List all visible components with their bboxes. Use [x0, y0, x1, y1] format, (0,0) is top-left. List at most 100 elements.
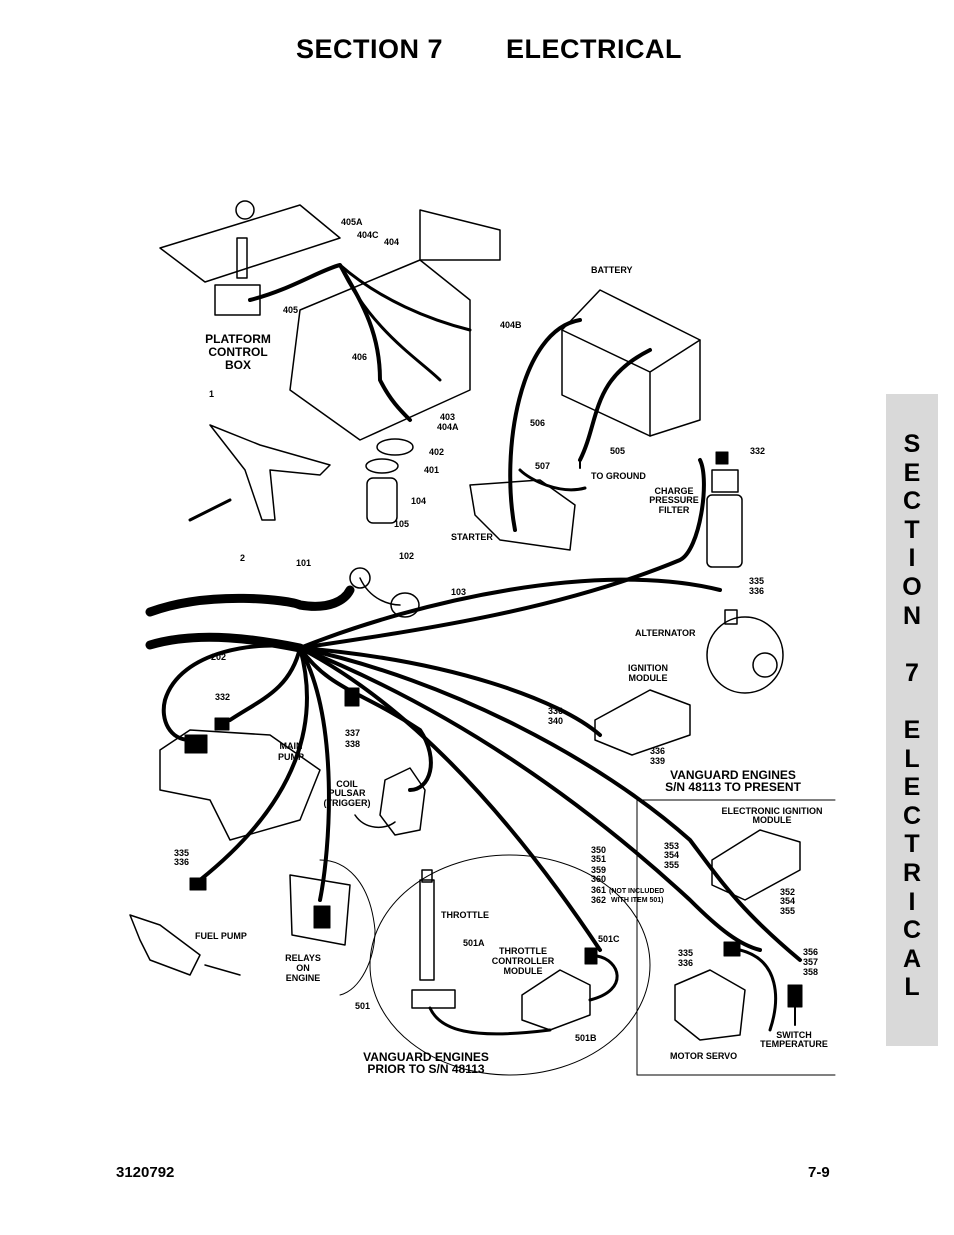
battery: [561, 289, 701, 437]
label-trigger: (TRIGGER): [324, 798, 371, 808]
side-tab-letter: C: [902, 916, 922, 945]
side-tab-letter: I: [908, 544, 916, 573]
label-501b: 501B: [575, 1033, 597, 1043]
label-336-fuel: 336: [174, 857, 189, 867]
label-control: CONTROL: [208, 345, 267, 359]
label-alternator: ALTERNATOR: [635, 628, 696, 638]
side-tab-letter: E: [903, 715, 921, 744]
label-501a: 501A: [463, 938, 485, 948]
label-401: 401: [424, 465, 439, 475]
label-charge: CHARGE: [654, 486, 693, 496]
label-361: 361: [591, 885, 606, 895]
label-relays: RELAYS: [285, 953, 321, 963]
label-coil: COIL: [336, 779, 358, 789]
label-filter: FILTER: [659, 505, 690, 515]
label-355-b: 355: [780, 906, 795, 916]
side-tab-letter: T: [904, 830, 920, 859]
label-336-ign: 336: [548, 706, 563, 716]
label-501: 501: [355, 1001, 370, 1011]
label-motor-servo: MOTOR SERVO: [670, 1051, 737, 1061]
label-platform: PLATFORM: [205, 332, 271, 346]
label-404a: 404A: [437, 422, 459, 432]
label-controller: CONTROLLER: [492, 956, 555, 966]
label-to-ground: TO GROUND: [591, 471, 646, 481]
label-501c: 501C: [598, 934, 620, 944]
side-tab-letter: R: [902, 858, 922, 887]
label-105: 105: [394, 519, 409, 529]
label-vanguard-present-2: S/N 48113 TO PRESENT: [665, 780, 802, 794]
label-335-servo: 335: [678, 948, 693, 958]
side-tab-letter: L: [904, 744, 920, 773]
label-not-included-1: (NOT INCLUDED: [609, 888, 664, 895]
label-337: 337: [345, 728, 360, 738]
label-335-fuel: 335: [174, 848, 189, 858]
ignition-module: [594, 689, 691, 756]
side-tab-letter: N: [902, 601, 922, 630]
label-ignition: IGNITION: [628, 663, 668, 673]
side-tab-letter: T: [904, 515, 920, 544]
label-404b: 404B: [500, 320, 522, 330]
label-353: 353: [664, 841, 679, 851]
label-507: 507: [535, 461, 550, 471]
side-tab-letter: E: [903, 773, 921, 802]
label-104: 104: [411, 496, 426, 506]
label-throttle-2: THROTTLE: [499, 946, 547, 956]
label-module: MODULE: [629, 673, 668, 683]
present-sn-group: [636, 799, 836, 1076]
label-402: 402: [429, 447, 444, 457]
label-355: 355: [664, 860, 679, 870]
coil-pulsar: [379, 767, 426, 836]
label-vanguard-prior-1: VANGUARD ENGINES: [363, 1050, 489, 1064]
label-pulsar: PULSAR: [328, 788, 366, 798]
label-358: 358: [803, 967, 818, 977]
label-fuel-pump: FUEL PUMP: [195, 931, 247, 941]
label-405: 405: [283, 305, 298, 315]
label-vanguard-prior-2: PRIOR TO S/N 48113: [367, 1062, 484, 1076]
motor-servo: [674, 969, 746, 1041]
section-title: ELECTRICAL: [506, 34, 682, 64]
label-506: 506: [530, 418, 545, 428]
label-350: 350: [591, 845, 606, 855]
label-temperature: TEMPERATURE: [760, 1039, 828, 1049]
label-336-servo: 336: [678, 958, 693, 968]
prior-sn-group: [369, 854, 651, 1076]
footer-page-number: 7-9: [808, 1164, 830, 1181]
label-336-ign-b: 336: [650, 746, 665, 756]
label-switch: SWITCH: [776, 1030, 812, 1040]
side-tab-letter: C: [902, 487, 922, 516]
side-tab-letter: I: [908, 887, 916, 916]
label-tcm-module: MODULE: [504, 966, 543, 976]
label-352: 352: [780, 887, 795, 897]
relays-on-engine: [289, 874, 351, 946]
label-not-included-2: WITH ITEM 501): [611, 897, 664, 904]
label-354-b: 354: [780, 896, 795, 906]
starter: [469, 479, 576, 551]
label-starter: STARTER: [451, 532, 493, 542]
label-pump: PUMP: [278, 752, 304, 762]
main-pump: [159, 729, 321, 841]
label-battery: BATTERY: [591, 265, 633, 275]
label-357: 357: [803, 957, 818, 967]
label-engine: ENGINE: [286, 973, 321, 983]
label-362: 362: [591, 895, 606, 905]
side-tab-letter: A: [902, 944, 922, 973]
label-main: MAIN: [280, 741, 303, 751]
side-tab-letter: 7: [905, 658, 919, 687]
side-tab-letter: C: [902, 801, 922, 830]
electronic-ignition-module: [711, 829, 801, 901]
footer-doc-number: 3120792: [116, 1164, 175, 1181]
label-vanguard-present-1: VANGUARD ENGINES: [670, 768, 796, 782]
label-360: 360: [591, 874, 606, 884]
label-335-alt: 335: [749, 576, 764, 586]
label-351: 351: [591, 854, 606, 864]
label-202: 202: [211, 652, 226, 662]
platform-control-box: [159, 204, 341, 283]
label-box: BOX: [225, 358, 251, 372]
label-pressure: PRESSURE: [649, 495, 699, 505]
label-404c: 404C: [357, 230, 379, 240]
label-340: 340: [548, 716, 563, 726]
label-103: 103: [451, 587, 466, 597]
